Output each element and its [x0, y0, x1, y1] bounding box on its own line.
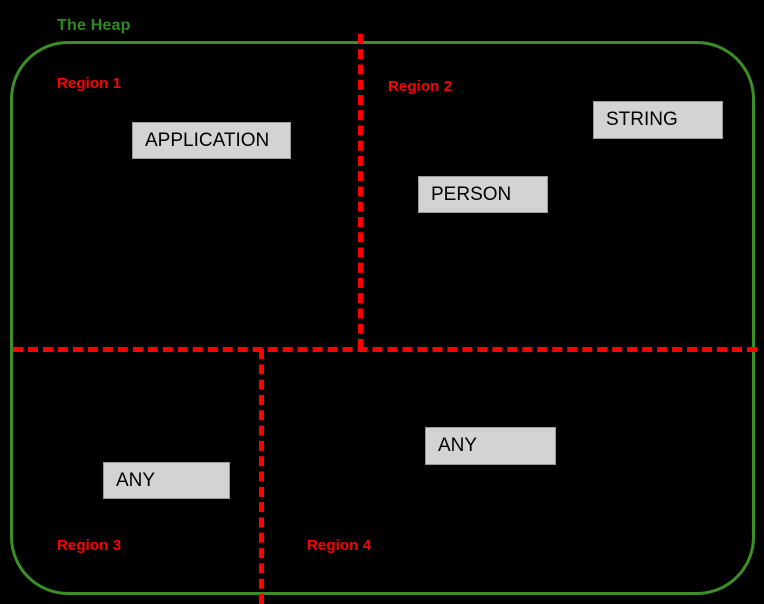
- region-label-3: Region 3: [57, 537, 122, 554]
- vertical-divider-line-lower: [259, 349, 264, 604]
- vertical-divider-line-upper: [358, 34, 363, 349]
- region-label-4: Region 4: [307, 537, 372, 554]
- horizontal-divider-line: [13, 347, 757, 352]
- region-label-1: Region 1: [57, 75, 122, 92]
- object-box-any-region3: ANY: [103, 462, 230, 499]
- object-box-application: APPLICATION: [132, 122, 291, 159]
- heap-title-label: The Heap: [57, 17, 131, 34]
- object-box-person: PERSON: [418, 176, 548, 213]
- region-label-2: Region 2: [388, 78, 453, 95]
- object-box-string: STRING: [593, 101, 723, 139]
- heap-boundary: [10, 41, 755, 595]
- object-box-any-region4: ANY: [425, 427, 556, 465]
